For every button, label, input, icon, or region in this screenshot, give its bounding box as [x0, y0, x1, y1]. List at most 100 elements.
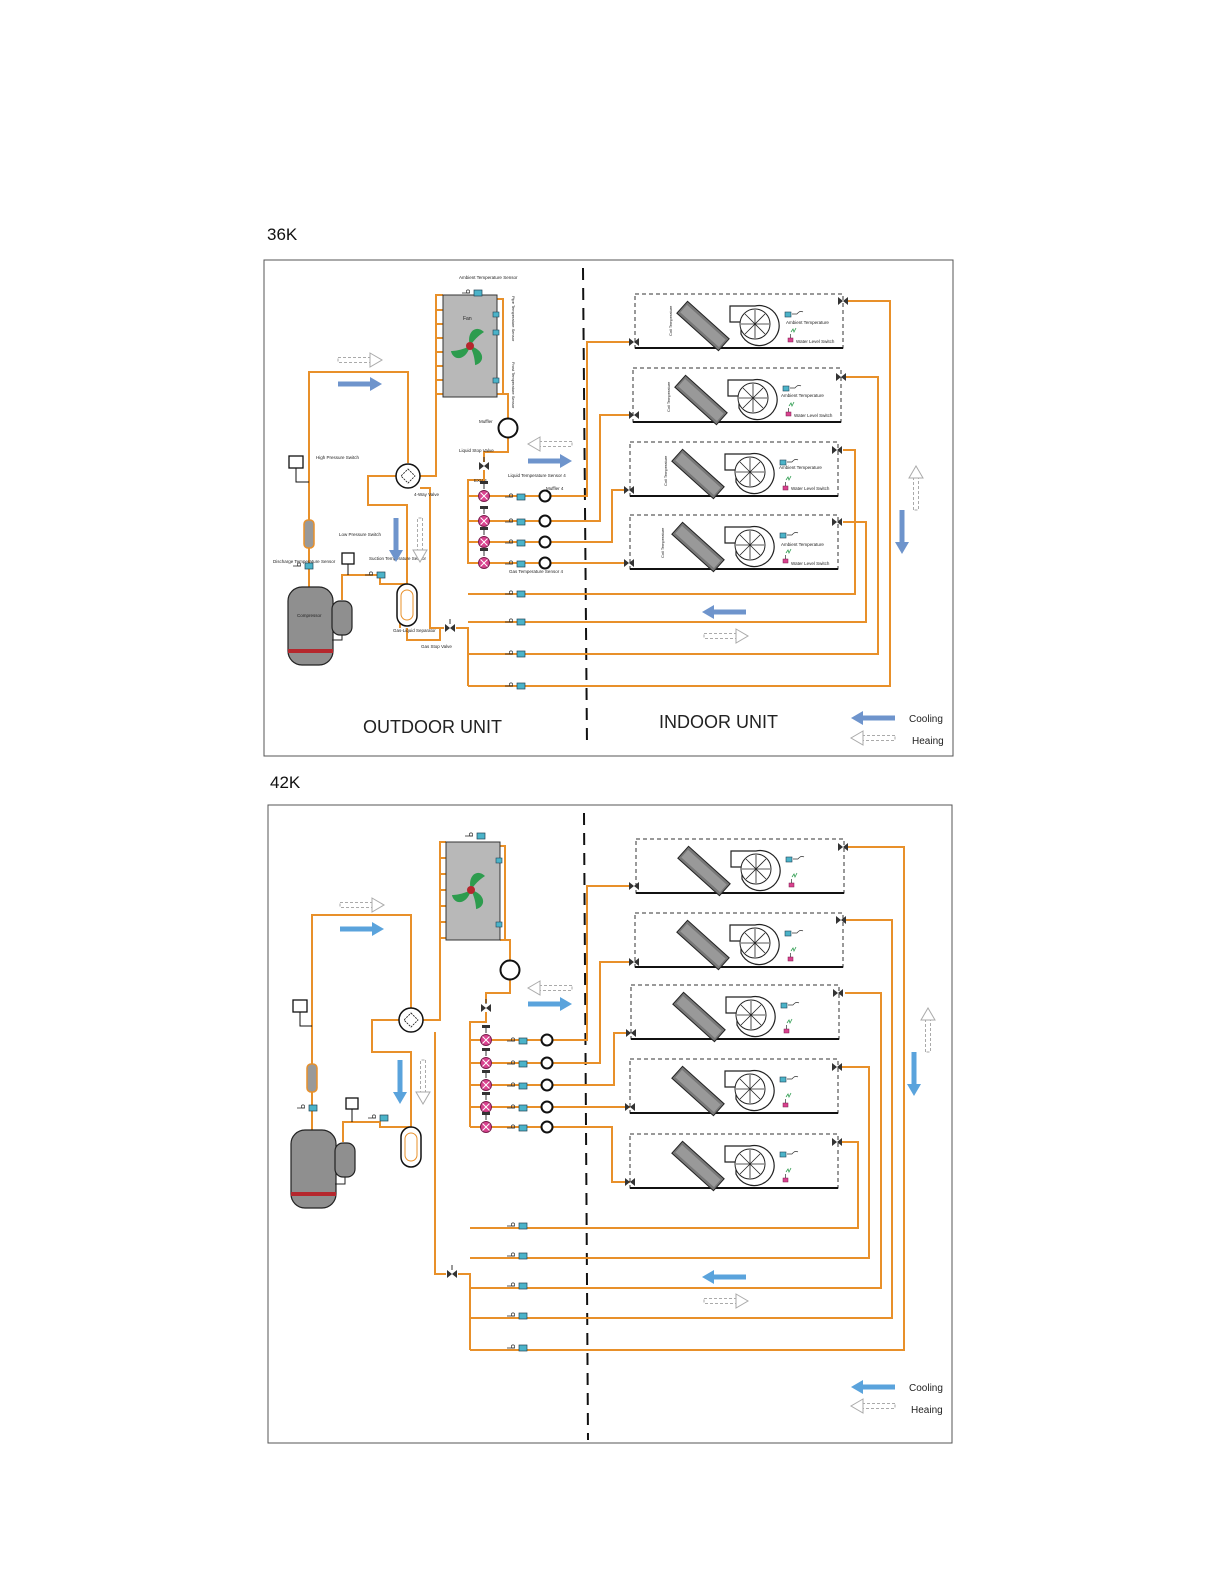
diagram-36k-frame [263, 259, 954, 757]
oil-separator [303, 519, 315, 549]
diagram-42k: Cooling Heaing [267, 804, 953, 1444]
exv-icon [480, 1069, 492, 1091]
exv-icon [478, 547, 490, 569]
stop-valve-icon [629, 958, 639, 966]
water-level-switch-label: Water Level Switch [791, 561, 830, 566]
refrigerant-pipes [311, 841, 905, 1351]
stop-valve-icon [629, 882, 639, 890]
gas-stop-valve-label: Gas Stop Valve [421, 644, 452, 649]
gas-stop-valve-icon [445, 619, 455, 632]
indoor-unit-title: INDOOR UNIT [659, 712, 778, 732]
indoor-unit-1 [629, 838, 848, 897]
cooling-arrow [702, 605, 746, 619]
frost-temp-sensor-label: Frost Temperature Sensor [511, 362, 516, 409]
gas-liquid-separator-label: Gas-Liquid Separator [393, 628, 436, 633]
muffler-group [538, 489, 552, 570]
outdoor-indoor-divider [582, 267, 588, 747]
exv-icon [480, 1111, 492, 1133]
discharge-temp-sensor [296, 1104, 318, 1112]
low-pressure-switch-icon [341, 552, 355, 565]
indoor-unit-2: Coil Temperature Ambient Temperature Wat… [629, 367, 846, 426]
stop-valve-icon [624, 559, 634, 567]
stop-valve-icon [629, 338, 639, 346]
exv-group [480, 1024, 492, 1133]
liquid-sensor-group [504, 493, 526, 568]
heating-arrow [703, 1293, 749, 1309]
fan-icon [451, 872, 485, 910]
frost-temp-sensor [492, 377, 500, 384]
heating-legend-arrow [850, 1398, 896, 1414]
exv-icon [480, 1091, 492, 1113]
legend-36k: Cooling Heaing [850, 711, 944, 747]
condenser-fan-coil: Fan [442, 294, 498, 398]
pipe-temp-sensor-label: Pipe Temperature Sensor [511, 296, 516, 342]
four-way-valve-icon [395, 463, 421, 489]
indoor-unit-5 [625, 1133, 842, 1192]
diagram-42k-heading: 42K [270, 773, 301, 792]
suction-temp-sensor [367, 1114, 389, 1122]
cooling-arrow [528, 454, 572, 468]
muffler-icon [497, 417, 519, 439]
muffler-group [540, 1033, 554, 1134]
diagram-36k: Fan Ambient Temperature Sensor Pipe Temp… [263, 259, 954, 757]
heating-arrow [339, 897, 385, 913]
heating-legend-label: Heaing [911, 1405, 943, 1416]
heating-arrow [415, 1059, 431, 1105]
heating-arrow [527, 980, 573, 996]
muffler-label: Muffler [479, 419, 493, 424]
exv-icon [480, 1047, 492, 1069]
outdoor-indoor-divider [583, 812, 589, 1441]
indoor-unit-1: Coil Temperature Ambient Temperature Wat… [629, 293, 848, 352]
indoor-unit-3 [626, 984, 843, 1043]
liquid-stop-valve-icon [479, 457, 489, 470]
ambient-temp-label: Ambient Temperature [779, 465, 822, 470]
diagram-42k-frame [267, 804, 953, 1444]
pipe-temp-sensor [495, 857, 503, 864]
exv-icon [478, 505, 490, 527]
gas-liquid-separator-icon [396, 583, 418, 627]
cooling-arrow [393, 1060, 407, 1104]
pipe-temp-sensor [492, 311, 500, 318]
liquid-temp-sensor-label: Liquid Temperature Sensor 4 [508, 473, 566, 478]
compressor-label: Compressor [297, 613, 322, 618]
indoor-unit-4 [625, 1058, 842, 1117]
exv-icon [478, 526, 490, 548]
cooling-arrow [895, 510, 909, 554]
stop-valve-icon [832, 446, 842, 454]
fan-label: Fan [463, 316, 472, 322]
high-pressure-switch-icon [288, 455, 304, 469]
muffler-icon [499, 959, 521, 981]
fan-icon [450, 328, 484, 366]
stop-valve-icon [832, 1063, 842, 1071]
coil-temp-label: Coil Temperature [666, 381, 671, 412]
heating-legend-arrow [850, 730, 896, 746]
ambient-temp-sensor [464, 832, 486, 840]
coil-temp-label: Coil Temperature [668, 305, 673, 336]
water-level-switch-label: Water Level Switch [794, 413, 833, 418]
stop-valve-icon [832, 1138, 842, 1146]
gas-temp-sensor-label: Gas Temperature Sensor 4 [509, 569, 563, 574]
cooling-arrow [338, 377, 382, 391]
cooling-legend-arrow [851, 711, 895, 725]
outdoor-unit-title: OUTDOOR UNIT [363, 717, 502, 737]
heating-arrow [527, 436, 573, 452]
ambient-temp-label: Ambient Temperature [786, 320, 829, 325]
exv-icon [478, 480, 490, 502]
stop-valve-icon [832, 518, 842, 526]
gas-stop-valve-icon [447, 1265, 457, 1278]
cooling-arrow [528, 997, 572, 1011]
coil-temp-label: Coil Temperature [660, 527, 665, 558]
high-pressure-switch-label: High Pressure Switch [316, 455, 360, 460]
heating-arrow [337, 352, 383, 368]
stop-valve-icon [624, 486, 634, 494]
low-pressure-switch-label: Low Pressure Switch [339, 532, 382, 537]
indoor-unit-3: Coil Temperature Ambient Temperature Wat… [624, 441, 842, 500]
coil-temp-label: Coil Temperature [663, 455, 668, 486]
gas-sensor-group [504, 590, 526, 690]
heating-arrow [908, 465, 924, 511]
liquid-stop-valve-icon [481, 999, 491, 1012]
diagram-36k-heading: 36K [267, 225, 298, 244]
discharge-temp-sensor-label: Discharge Temperature Sensor [273, 559, 336, 564]
water-level-switch-label: Water Level Switch [791, 486, 830, 491]
stop-valve-icon [833, 989, 843, 997]
